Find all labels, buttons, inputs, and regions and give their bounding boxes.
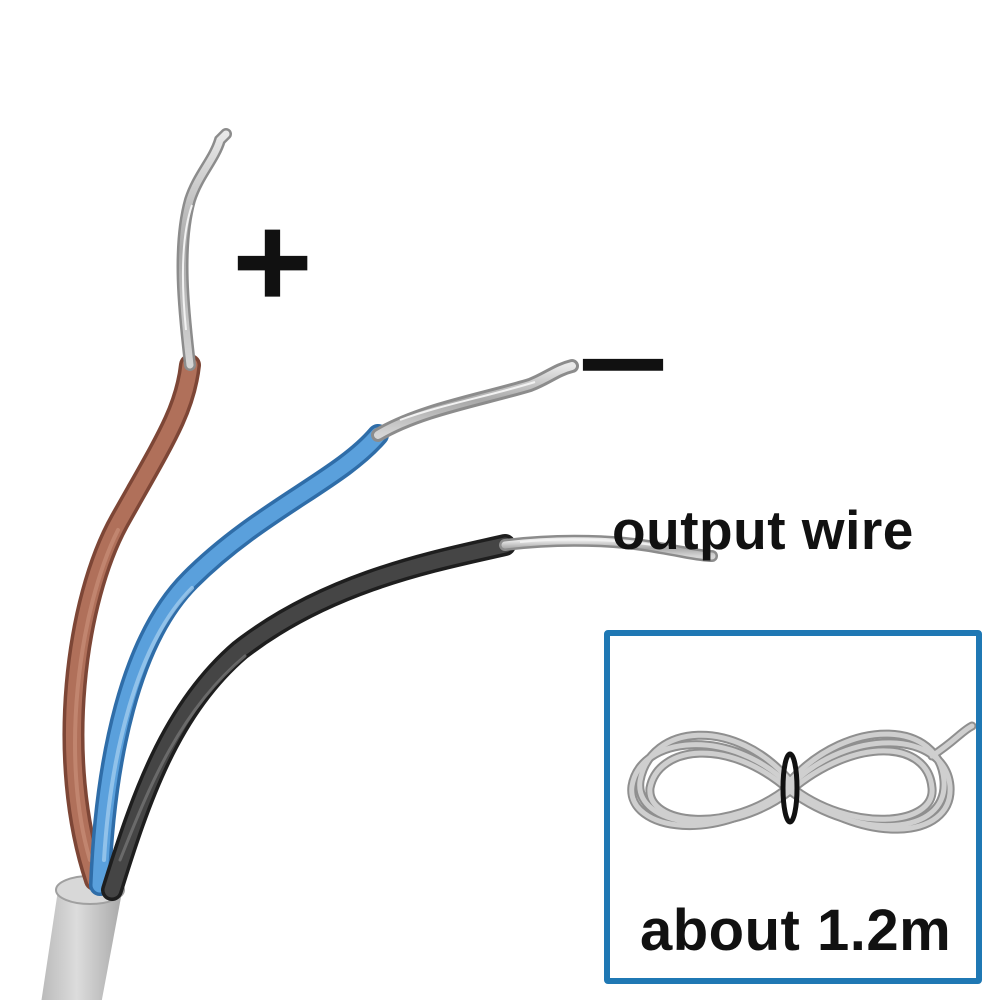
output-wire-label: output wire	[612, 499, 914, 561]
cable-length-label: about 1.2m	[640, 898, 952, 963]
black-wire	[101, 534, 718, 901]
cable-tie	[780, 751, 800, 825]
coiled-cable-image	[627, 721, 976, 834]
blue-wire	[89, 359, 579, 896]
negative-terminal-label: –	[578, 289, 669, 423]
cable-length-inset: about 1.2m	[604, 630, 982, 984]
positive-terminal-label: +	[232, 188, 313, 335]
brown-wire	[62, 128, 232, 891]
